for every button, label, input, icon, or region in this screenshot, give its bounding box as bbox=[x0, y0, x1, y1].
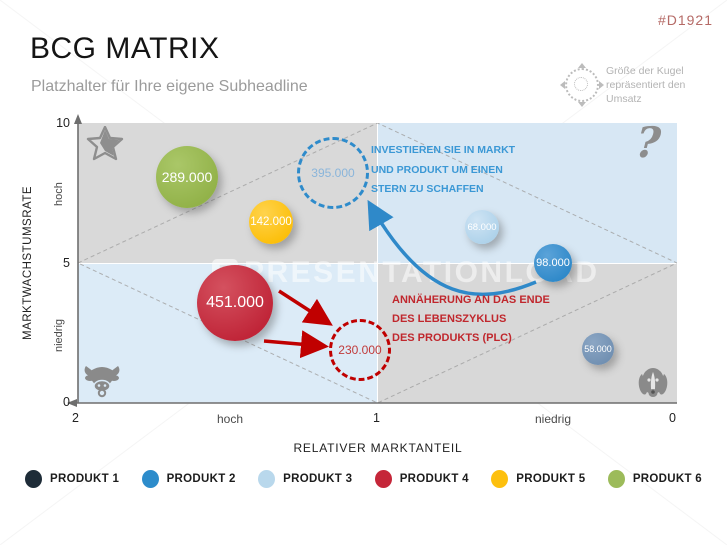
inner-dotted-circle bbox=[574, 77, 588, 91]
size-note-line: Umsatz bbox=[606, 93, 642, 105]
legend-dot-produkt-6 bbox=[607, 470, 625, 488]
page-subtitle: Platzhalter für Ihre eigene Subheadline bbox=[31, 78, 308, 95]
question-mark-icon: ? bbox=[634, 118, 663, 167]
y-tick-10: 10 bbox=[56, 116, 70, 130]
bubble-size-note: Größe der Kugel repräsentiert den Umsatz bbox=[606, 64, 685, 106]
x-zone-hoch: hoch bbox=[216, 412, 244, 426]
annotation-line: DES LEBENSZYKLUS bbox=[392, 313, 507, 325]
bubble-plc-end-dashed: 230.000 bbox=[329, 319, 391, 381]
arrow-up-icon bbox=[578, 63, 586, 68]
legend-dot-produkt-5 bbox=[491, 470, 509, 488]
legend-dot-produkt-2 bbox=[141, 470, 159, 488]
legend-label: PRODUKT 6 bbox=[632, 473, 702, 485]
legend: PRODUKT 1 PRODUKT 2 PRODUKT 3 PRODUKT 4 … bbox=[25, 470, 702, 488]
legend-item-produkt-5: PRODUKT 5 bbox=[491, 470, 585, 488]
legend-label: PRODUKT 5 bbox=[516, 473, 586, 485]
annotation-line: DES PRODUKTS (PLC) bbox=[392, 332, 512, 344]
legend-item-produkt-1: PRODUKT 1 bbox=[25, 470, 119, 488]
y-axis-title: MARKTWACHSTUMSRATE bbox=[22, 185, 34, 341]
y-zone-hoch: hoch bbox=[53, 182, 65, 206]
bubble-produkt-4: 451.000 bbox=[197, 265, 273, 341]
arrow-right-icon bbox=[599, 81, 604, 89]
legend-item-produkt-4: PRODUKT 4 bbox=[374, 470, 469, 488]
size-note-line: Größe der Kugel bbox=[606, 65, 684, 77]
page-title: BCG MATRIX bbox=[30, 32, 220, 65]
legend-label: PRODUKT 4 bbox=[399, 473, 469, 485]
bubble-produkt-1: 58.000 bbox=[582, 333, 614, 365]
x-tick-1: 1 bbox=[373, 411, 380, 425]
bubble-produkt-5: 142.000 bbox=[249, 200, 293, 244]
legend-label: PRODUKT 2 bbox=[166, 473, 236, 485]
arrow-down-icon bbox=[578, 102, 586, 107]
annotation-plc: ANNÄHERUNG AN DAS ENDE DES LEBENSZYKLUS … bbox=[392, 291, 550, 348]
bubble-produkt-6: 289.000 bbox=[156, 146, 218, 208]
x-tick-2: 2 bbox=[72, 411, 79, 425]
legend-item-produkt-6: PRODUKT 6 bbox=[607, 470, 702, 488]
bubble-target-star-dashed: 395.000 bbox=[297, 137, 369, 209]
annotation-line: STERN ZU SCHAFFEN bbox=[371, 183, 484, 195]
annotation-invest: INVESTIEREN SIE IN MARKT UND PRODUKT UM … bbox=[371, 141, 515, 200]
legend-dot-produkt-3 bbox=[258, 470, 276, 488]
x-zone-niedrig: niedrig bbox=[534, 412, 572, 426]
legend-dot-produkt-4 bbox=[374, 470, 392, 488]
y-zone-niedrig: niedrig bbox=[53, 318, 65, 352]
legend-label: PRODUKT 1 bbox=[50, 473, 120, 485]
annotation-line: ANNÄHERUNG AN DAS ENDE bbox=[392, 294, 550, 306]
legend-item-produkt-2: PRODUKT 2 bbox=[141, 470, 236, 488]
bubble-produkt-3: 68.000 bbox=[465, 210, 499, 244]
legend-item-produkt-3: PRODUKT 3 bbox=[258, 470, 352, 488]
bubble-size-icon bbox=[560, 63, 604, 107]
legend-label: PRODUKT 3 bbox=[283, 473, 353, 485]
annotation-line: UND PRODUKT UM EINEN bbox=[371, 163, 503, 176]
arrow-left-icon bbox=[560, 81, 565, 89]
size-note-line: repräsentiert den bbox=[606, 79, 686, 91]
x-axis-title: RELATIVER MARKTANTEIL bbox=[293, 441, 463, 455]
x-tick-0: 0 bbox=[669, 411, 676, 425]
y-tick-0: 0 bbox=[63, 395, 70, 409]
y-tick-5: 5 bbox=[63, 256, 70, 270]
bubble-produkt-2: 98.000 bbox=[534, 244, 572, 282]
legend-dot-produkt-1 bbox=[25, 470, 42, 488]
annotation-line: INVESTIEREN SIE IN MARKT bbox=[371, 144, 516, 156]
template-id-tag: #D1921 bbox=[657, 12, 713, 28]
